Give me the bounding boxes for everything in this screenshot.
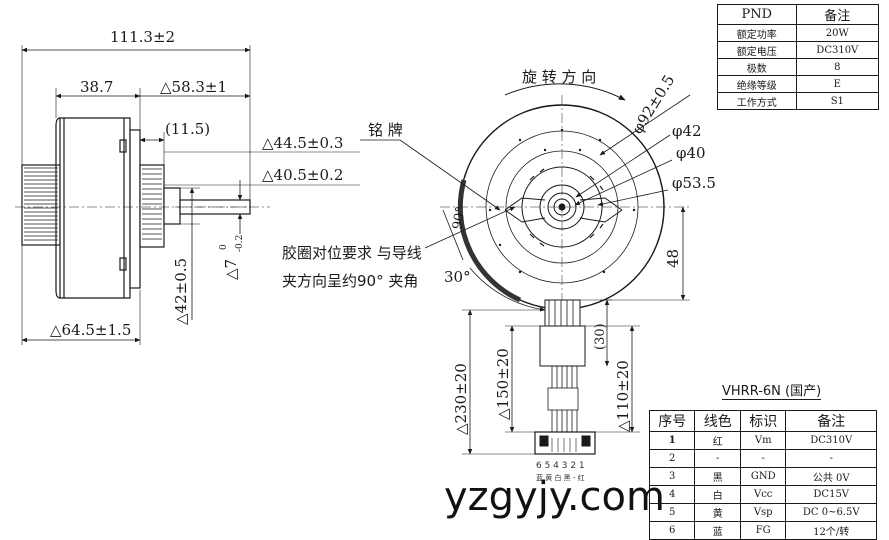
table-cell: 绝缘等级 bbox=[717, 75, 797, 93]
table-row: 绝缘等级 E bbox=[717, 75, 880, 93]
dim-diameter-40: φ40 bbox=[676, 144, 706, 162]
table-cell: Vsp bbox=[739, 503, 787, 522]
dim-cable-110: △110±20 bbox=[614, 360, 632, 432]
dim-11-5: (11.5) bbox=[165, 120, 210, 138]
table-cell: 蓝 bbox=[694, 521, 741, 540]
table-cell: - bbox=[785, 449, 877, 468]
table-row: 4 白 Vcc DC15V bbox=[648, 485, 877, 504]
alignment-note-line2: 夹方向呈约90° 夹角 bbox=[282, 272, 418, 290]
table-cell: E bbox=[795, 75, 880, 93]
dim-angle-90: 90° bbox=[450, 205, 469, 230]
dim-diameter-42: φ42 bbox=[672, 122, 702, 140]
table-cell: FG bbox=[739, 521, 787, 540]
table-header-cell: 线色 bbox=[694, 410, 741, 432]
dim-48: 48 bbox=[664, 249, 682, 268]
table-cell: 黄 bbox=[694, 503, 741, 522]
table-cell: - bbox=[739, 449, 787, 468]
dim-42: △42±0.5 bbox=[172, 258, 190, 325]
table-header-row: 序号 线色 标识 备注 bbox=[648, 410, 877, 432]
dim-shaft-tol-lower: -0.2 bbox=[235, 235, 245, 252]
table-row: 6 蓝 FG 12个/转 bbox=[648, 521, 877, 540]
table-cell: 黑 bbox=[694, 467, 741, 486]
table-row: 额定电压 DC310V bbox=[717, 41, 880, 59]
dim-diameter-53-5: φ53.5 bbox=[672, 174, 716, 192]
connector-wire-table: 序号 线色 标识 备注 1 红 Vm DC310V 2 - - - 3 黑 GN… bbox=[648, 410, 877, 540]
table-cell: S1 bbox=[795, 92, 880, 110]
table-cell: 额定功率 bbox=[717, 24, 797, 42]
table-cell: Vcc bbox=[739, 485, 787, 504]
table-cell: 额定电压 bbox=[717, 41, 797, 59]
table-cell: 工作方式 bbox=[717, 92, 797, 110]
dim-shaft: △7 bbox=[222, 259, 240, 280]
table-cell: Vm bbox=[739, 431, 787, 450]
table-cell: DC 0~6.5V bbox=[785, 503, 877, 522]
table-cell: DC310V bbox=[795, 41, 880, 59]
table-row: 工作方式 S1 bbox=[717, 92, 880, 110]
dim-cable-150: △150±20 bbox=[494, 348, 512, 420]
connector-pin-colors: 蓝 黄 白 黑 - 红 bbox=[536, 473, 585, 482]
table-cell: DC310V bbox=[785, 431, 877, 450]
side-view bbox=[15, 45, 360, 345]
table-cell: 8 bbox=[795, 58, 880, 76]
table-cell: 6 bbox=[648, 521, 696, 540]
table-cell: DC15V bbox=[785, 485, 877, 504]
table-header-cell: 备注 bbox=[795, 4, 880, 25]
dim-30-bracket: (30) bbox=[593, 323, 608, 350]
table-header-row: PND 备注 bbox=[717, 4, 880, 25]
dim-44-5: △44.5±0.3 bbox=[262, 134, 343, 152]
dim-shaft-tol-upper: 0 bbox=[219, 244, 229, 250]
table-row: 额定功率 20W bbox=[717, 24, 880, 42]
table-row: 极数 8 bbox=[717, 58, 880, 76]
rotation-direction-label: 旋 转 方 向 bbox=[522, 68, 596, 86]
dim-overall-length: 111.3±2 bbox=[110, 28, 175, 46]
table-row: 5 黄 Vsp DC 0~6.5V bbox=[648, 503, 877, 522]
dim-38-7: 38.7 bbox=[80, 78, 113, 96]
table-cell: 极数 bbox=[717, 58, 797, 76]
table-cell: 1 bbox=[648, 431, 696, 450]
table-header-cell: 备注 bbox=[785, 410, 877, 432]
table-row: 2 - - - bbox=[648, 449, 877, 468]
dim-40-5: △40.5±0.2 bbox=[262, 166, 343, 184]
pnd-spec-table: PND 备注 额定功率 20W 额定电压 DC310V 极数 8 绝缘等级 E … bbox=[717, 4, 880, 110]
table-row: 3 黑 GND 公共 0V bbox=[648, 467, 877, 486]
front-view bbox=[360, 83, 691, 455]
table-cell: 公共 0V bbox=[785, 467, 877, 486]
dim-cable-230: △230±20 bbox=[452, 363, 470, 435]
table-header-cell: PND bbox=[717, 4, 797, 25]
table-row: 1 红 Vm DC310V bbox=[648, 431, 877, 450]
table-cell: GND bbox=[739, 467, 787, 486]
table-cell: 12个/转 bbox=[785, 521, 877, 540]
dim-diameter-92: φ92±0.5 bbox=[628, 72, 678, 138]
connector-pin-numbers: 6 5 4 3 2 1 bbox=[536, 461, 585, 471]
dim-58-3: △58.3±1 bbox=[160, 78, 227, 96]
table-cell: 白 bbox=[694, 485, 741, 504]
alignment-note-line1: 胶圈对位要求 与导线 bbox=[282, 244, 422, 262]
nameplate-label: 铭 牌 bbox=[368, 121, 403, 139]
table-header-cell: 标识 bbox=[739, 410, 787, 432]
table-cell: 2 bbox=[648, 449, 696, 468]
table-cell: - bbox=[694, 449, 741, 468]
table-cell: 20W bbox=[795, 24, 880, 42]
connector-table-title: VHRR-6N (国产) bbox=[722, 380, 822, 400]
site-watermark: yzgyjy.com bbox=[444, 474, 665, 520]
table-header-cell: 序号 bbox=[648, 410, 696, 432]
table-cell: 红 bbox=[694, 431, 741, 450]
dim-angle-30: 30° bbox=[444, 268, 471, 286]
dim-64-5: △64.5±1.5 bbox=[50, 321, 131, 339]
